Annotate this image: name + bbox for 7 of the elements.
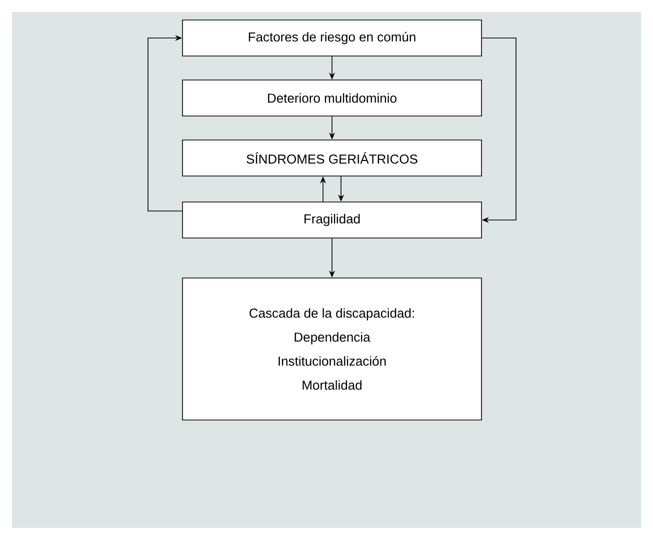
process-box: Cascada de la discapacidad: Dependencia Institucionalización Mortalidad [182,278,482,420]
arrow [482,38,516,224]
process-box: Fragilidad [182,202,482,238]
process-box: SÍNDROMES GERIÁTRICOS [182,140,482,176]
process-box: Factores de riesgo en común [182,20,482,56]
arrow [148,34,182,212]
process-box: Deterioro multidominio [182,80,482,116]
